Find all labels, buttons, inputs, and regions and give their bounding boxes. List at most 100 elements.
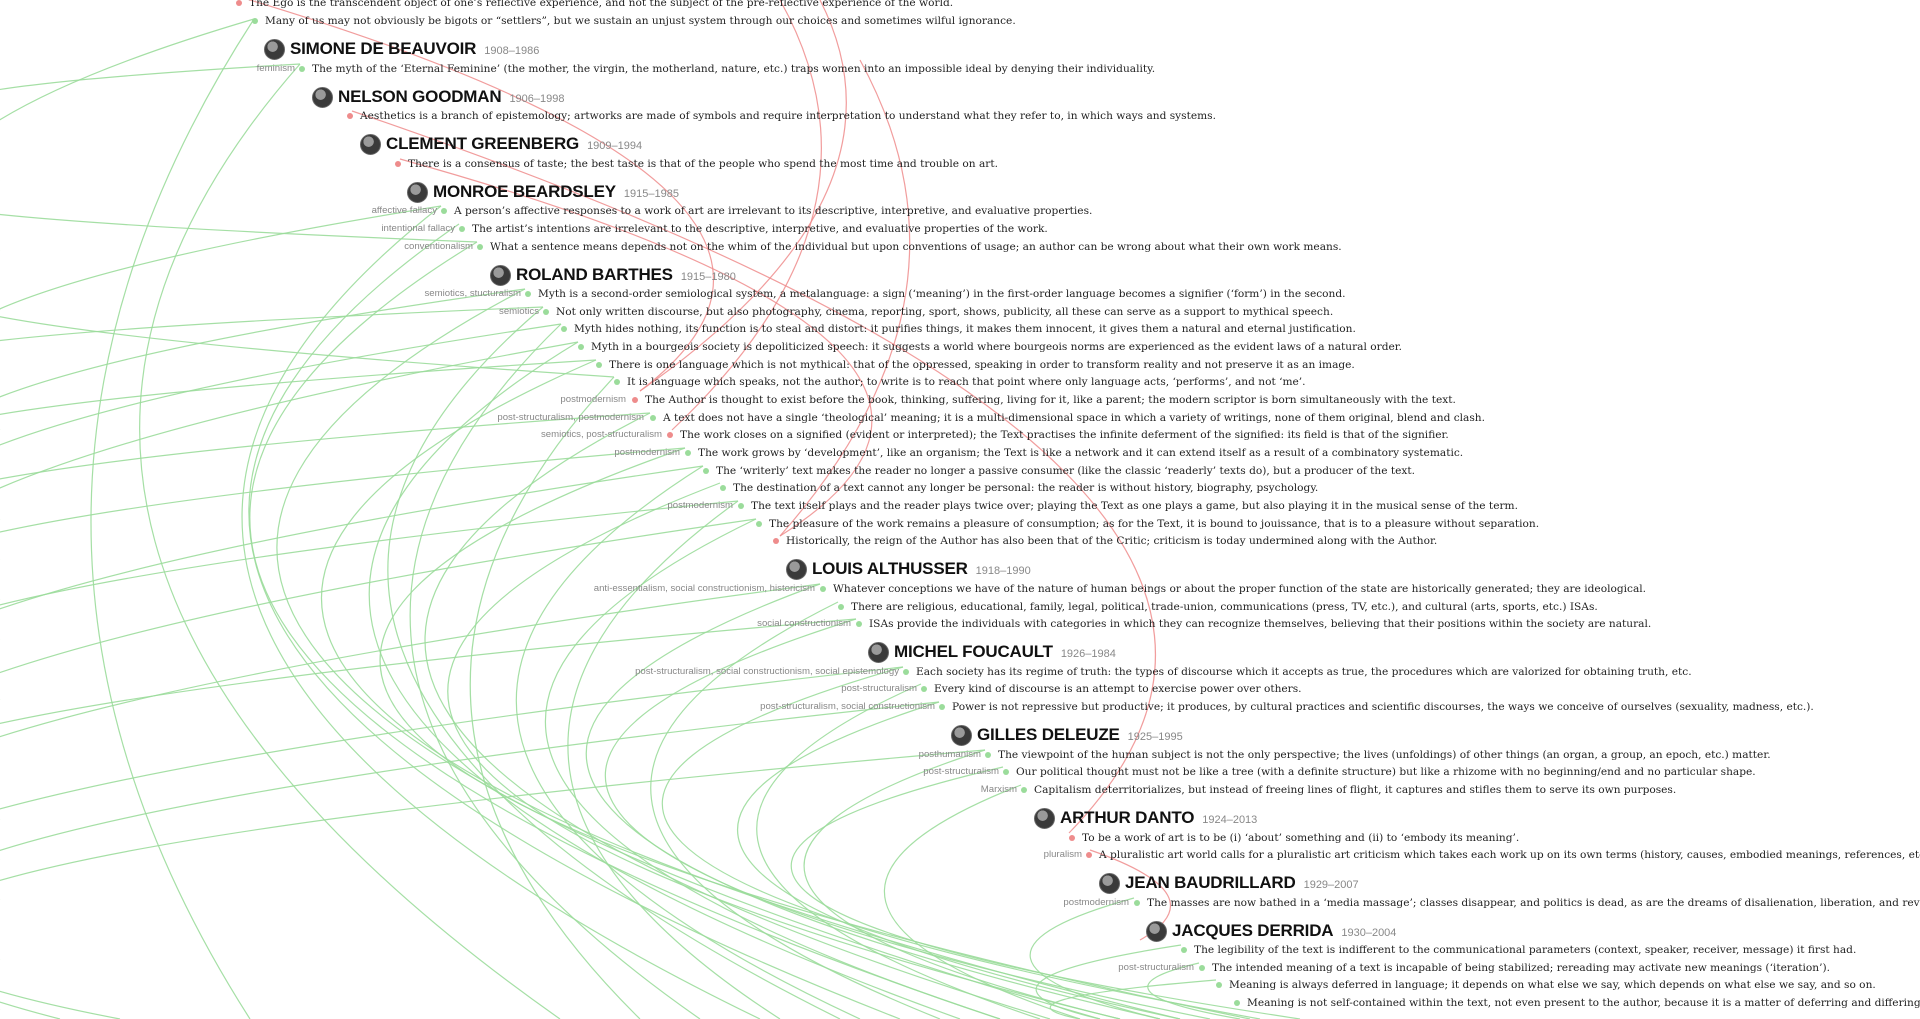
avatar[interactable]: [407, 181, 428, 203]
claim-row[interactable]: Power is not repressive but productive; …: [939, 698, 1814, 716]
claim-row[interactable]: The artist’s intentions are irrelevant t…: [459, 220, 1048, 238]
thinker-name[interactable]: MICHEL FOUCAULT: [894, 642, 1053, 661]
claim-dot[interactable]: [299, 66, 305, 72]
thinker-header[interactable]: MONROE BEARDSLEY 1915–1985: [407, 180, 679, 204]
avatar[interactable]: [868, 641, 889, 663]
avatar[interactable]: [1099, 872, 1120, 894]
thinker-name[interactable]: ARTHUR DANTO: [1060, 808, 1195, 827]
claim-row[interactable]: The intended meaning of a text is incapa…: [1199, 959, 1830, 977]
claim-row[interactable]: Not only written discourse, but also pho…: [543, 303, 1333, 321]
claim-dot[interactable]: [667, 432, 673, 438]
claim-row[interactable]: ISAs provide the individuals with catego…: [856, 615, 1651, 633]
thinker-header[interactable]: JEAN BAUDRILLARD 1929–2007: [1099, 871, 1359, 895]
thinker-header[interactable]: NELSON GOODMAN 1906–1998: [312, 85, 565, 109]
claim-row[interactable]: The destination of a text cannot any lon…: [720, 479, 1318, 497]
claim-row[interactable]: Meaning is not self-contained within the…: [1234, 994, 1920, 1012]
claim-dot[interactable]: [614, 379, 620, 385]
avatar[interactable]: [264, 38, 285, 60]
claim-row[interactable]: Each society has its regime of truth: th…: [903, 663, 1692, 681]
claim-row[interactable]: Myth hides nothing, its function is to s…: [561, 320, 1356, 338]
claim-dot[interactable]: [756, 521, 762, 527]
claim-row[interactable]: There is a consensus of taste; the best …: [395, 155, 998, 173]
claim-row[interactable]: Myth in a bourgeois society is depolitic…: [578, 338, 1402, 356]
claim-dot[interactable]: [561, 326, 567, 332]
claim-dot[interactable]: [477, 244, 483, 250]
avatar[interactable]: [490, 264, 511, 286]
claim-row[interactable]: The legibility of the text is indifferen…: [1181, 941, 1856, 959]
thinker-name[interactable]: GILLES DELEUZE: [977, 725, 1120, 744]
claim-row[interactable]: Every kind of discourse is an attempt to…: [921, 680, 1302, 698]
claim-row[interactable]: There are religious, educational, family…: [838, 598, 1598, 616]
thinker-header[interactable]: SIMONE DE BEAUVOIR 1908–1986: [264, 37, 539, 61]
claim-dot[interactable]: [1181, 947, 1187, 953]
claim-dot[interactable]: [632, 397, 638, 403]
avatar[interactable]: [360, 133, 381, 155]
claim-dot[interactable]: [738, 503, 744, 509]
claim-row[interactable]: Myth is a second-order semiological syst…: [525, 285, 1346, 303]
claim-row[interactable]: The viewpoint of the human subject is no…: [985, 746, 1771, 764]
claim-row[interactable]: Aesthetics is a branch of epistemology; …: [347, 107, 1216, 125]
claim-dot[interactable]: [1021, 787, 1027, 793]
claim-row[interactable]: Meaning is always deferred in language; …: [1216, 976, 1876, 994]
thinker-name[interactable]: CLEMENT GREENBERG: [386, 134, 580, 153]
claim-row[interactable]: It is language which speaks, not the aut…: [614, 373, 1306, 391]
claim-row[interactable]: There is one language which is not mythi…: [596, 356, 1355, 374]
thinker-header[interactable]: LOUIS ALTHUSSER 1918–1990: [786, 557, 1031, 581]
thinker-name[interactable]: LOUIS ALTHUSSER: [812, 559, 968, 578]
thinker-name[interactable]: ROLAND BARTHES: [516, 265, 673, 284]
claim-dot[interactable]: [1086, 852, 1092, 858]
thinker-header[interactable]: MICHEL FOUCAULT 1926–1984: [868, 640, 1116, 664]
claim-dot[interactable]: [543, 309, 549, 315]
thinker-name[interactable]: JEAN BAUDRILLARD: [1125, 873, 1296, 892]
claim-dot[interactable]: [1216, 982, 1222, 988]
claim-dot[interactable]: [252, 18, 258, 24]
claim-dot[interactable]: [1134, 900, 1140, 906]
thinker-header[interactable]: ROLAND BARTHES 1915–1980: [490, 263, 736, 287]
claim-row[interactable]: What a sentence means depends not on the…: [477, 238, 1342, 256]
claim-dot[interactable]: [985, 752, 991, 758]
claim-dot[interactable]: [347, 113, 353, 119]
claim-row[interactable]: Many of us may not obviously be bigots o…: [252, 12, 1016, 30]
claim-dot[interactable]: [525, 291, 531, 297]
claim-dot[interactable]: [459, 226, 465, 232]
claim-row[interactable]: A text does not have a single ‘theologic…: [650, 409, 1485, 427]
claim-row[interactable]: The pleasure of the work remains a pleas…: [756, 515, 1539, 533]
claim-dot[interactable]: [395, 161, 401, 167]
claim-dot[interactable]: [1003, 769, 1009, 775]
claim-row[interactable]: The myth of the ‘Eternal Feminine’ (the …: [299, 60, 1155, 78]
claim-row[interactable]: A person’s affective responses to a work…: [441, 202, 1092, 220]
avatar[interactable]: [786, 558, 807, 580]
claim-dot[interactable]: [921, 686, 927, 692]
claim-dot[interactable]: [596, 362, 602, 368]
claim-dot[interactable]: [939, 704, 945, 710]
avatar[interactable]: [951, 724, 972, 746]
claim-row[interactable]: Capitalism deterritorializes, but instea…: [1021, 781, 1676, 799]
claim-dot[interactable]: [856, 621, 862, 627]
claim-row[interactable]: The Ego is the transcendent object of on…: [236, 0, 953, 12]
thinker-header[interactable]: JACQUES DERRIDA 1930–2004: [1146, 919, 1396, 943]
thinker-header[interactable]: GILLES DELEUZE 1925–1995: [951, 723, 1183, 747]
claim-row[interactable]: The text itself plays and the reader pla…: [738, 497, 1518, 515]
thinker-name[interactable]: MONROE BEARDSLEY: [433, 182, 616, 201]
claim-row[interactable]: To be a work of art is to be (i) ‘about’…: [1069, 829, 1519, 847]
claim-row[interactable]: The work closes on a signified (evident …: [667, 426, 1449, 444]
claim-row[interactable]: The work grows by ‘development’, like an…: [685, 444, 1463, 462]
claim-row[interactable]: Whatever conceptions we have of the natu…: [820, 580, 1646, 598]
thinker-name[interactable]: NELSON GOODMAN: [338, 87, 502, 106]
claim-dot[interactable]: [903, 669, 909, 675]
claim-dot[interactable]: [1234, 1000, 1240, 1006]
claim-dot[interactable]: [820, 586, 826, 592]
claim-dot[interactable]: [720, 485, 726, 491]
avatar[interactable]: [312, 86, 333, 108]
claim-row[interactable]: Historically, the reign of the Author ha…: [773, 532, 1437, 550]
avatar[interactable]: [1034, 807, 1055, 829]
avatar[interactable]: [1146, 920, 1167, 942]
claim-dot[interactable]: [1199, 965, 1205, 971]
claim-row[interactable]: The Author is thought to exist before th…: [632, 391, 1456, 409]
claim-row[interactable]: The ‘writerly’ text makes the reader no …: [703, 462, 1415, 480]
claim-dot[interactable]: [1069, 835, 1075, 841]
thinker-name[interactable]: JACQUES DERRIDA: [1172, 921, 1334, 940]
thinker-name[interactable]: SIMONE DE BEAUVOIR: [290, 39, 477, 58]
thinker-header[interactable]: CLEMENT GREENBERG 1909–1994: [360, 132, 642, 156]
claim-dot[interactable]: [685, 450, 691, 456]
